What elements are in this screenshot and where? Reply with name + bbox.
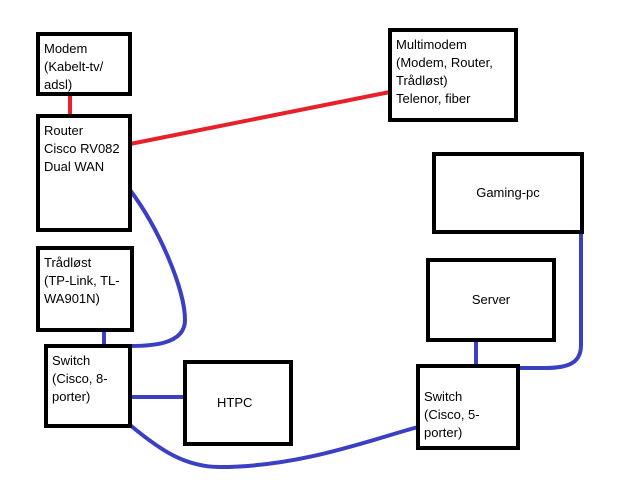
node-wireless: Trådløst (TP-Link, TL- WA901N) bbox=[36, 246, 134, 332]
router-label-line-2: Cisco RV082 bbox=[44, 141, 120, 156]
node-router: Router Cisco RV082 Dual WAN bbox=[36, 114, 132, 232]
node-switch-5-port: Switch (Cisco, 5- porter) bbox=[416, 364, 520, 450]
switch1-label-line-3: porter) bbox=[52, 389, 91, 404]
link-router-multimodem bbox=[129, 90, 391, 146]
switch2-label-line-2: (Cisco, 5- bbox=[424, 407, 480, 422]
wireless-label-line-3: WA901N) bbox=[44, 291, 100, 306]
router-label-line-3: Dual WAN bbox=[44, 159, 105, 174]
multimodem-label-line-3: Trådløst) bbox=[396, 73, 448, 88]
switch2-label-line-3: porter) bbox=[424, 425, 463, 440]
switch2-label-line-1: Switch bbox=[424, 389, 463, 404]
modem-label-line-2: (Kabelt-tv/ bbox=[44, 59, 104, 74]
node-gaming-pc: Gaming-pc bbox=[432, 152, 584, 234]
multimodem-label-line-2: (Modem, Router, bbox=[396, 55, 493, 70]
node-multimodem: Multimodem (Modem, Router, Trådløst) Tel… bbox=[388, 28, 518, 122]
node-server: Server bbox=[426, 258, 556, 342]
modem-label-line-3: adsl) bbox=[44, 77, 73, 92]
link-switch1-switch2 bbox=[128, 423, 419, 470]
modem-label-line-1: Modem bbox=[44, 41, 88, 56]
switch1-label-line-1: Switch bbox=[52, 353, 91, 368]
server-label: Server bbox=[471, 292, 511, 307]
multimodem-label-line-4: Telenor, fiber bbox=[396, 91, 471, 106]
wireless-label-line-1: Trådløst bbox=[44, 255, 92, 270]
wireless-label-line-2: (TP-Link, TL- bbox=[44, 273, 120, 288]
htpc-label: HTPC bbox=[217, 395, 253, 410]
node-modem: Modem (Kabelt-tv/ adsl) bbox=[36, 32, 132, 96]
node-htpc: HTPC bbox=[183, 360, 293, 446]
router-label-line-1: Router bbox=[44, 123, 84, 138]
switch1-label-line-2: (Cisco, 8- bbox=[52, 371, 108, 386]
link-router-switch1 bbox=[128, 188, 188, 348]
gaming-pc-label: Gaming-pc bbox=[476, 185, 540, 200]
node-switch-8-port: Switch (Cisco, 8- porter) bbox=[44, 344, 132, 428]
multimodem-label-line-1: Multimodem bbox=[396, 37, 467, 52]
link-gaming-switch2 bbox=[518, 232, 583, 370]
